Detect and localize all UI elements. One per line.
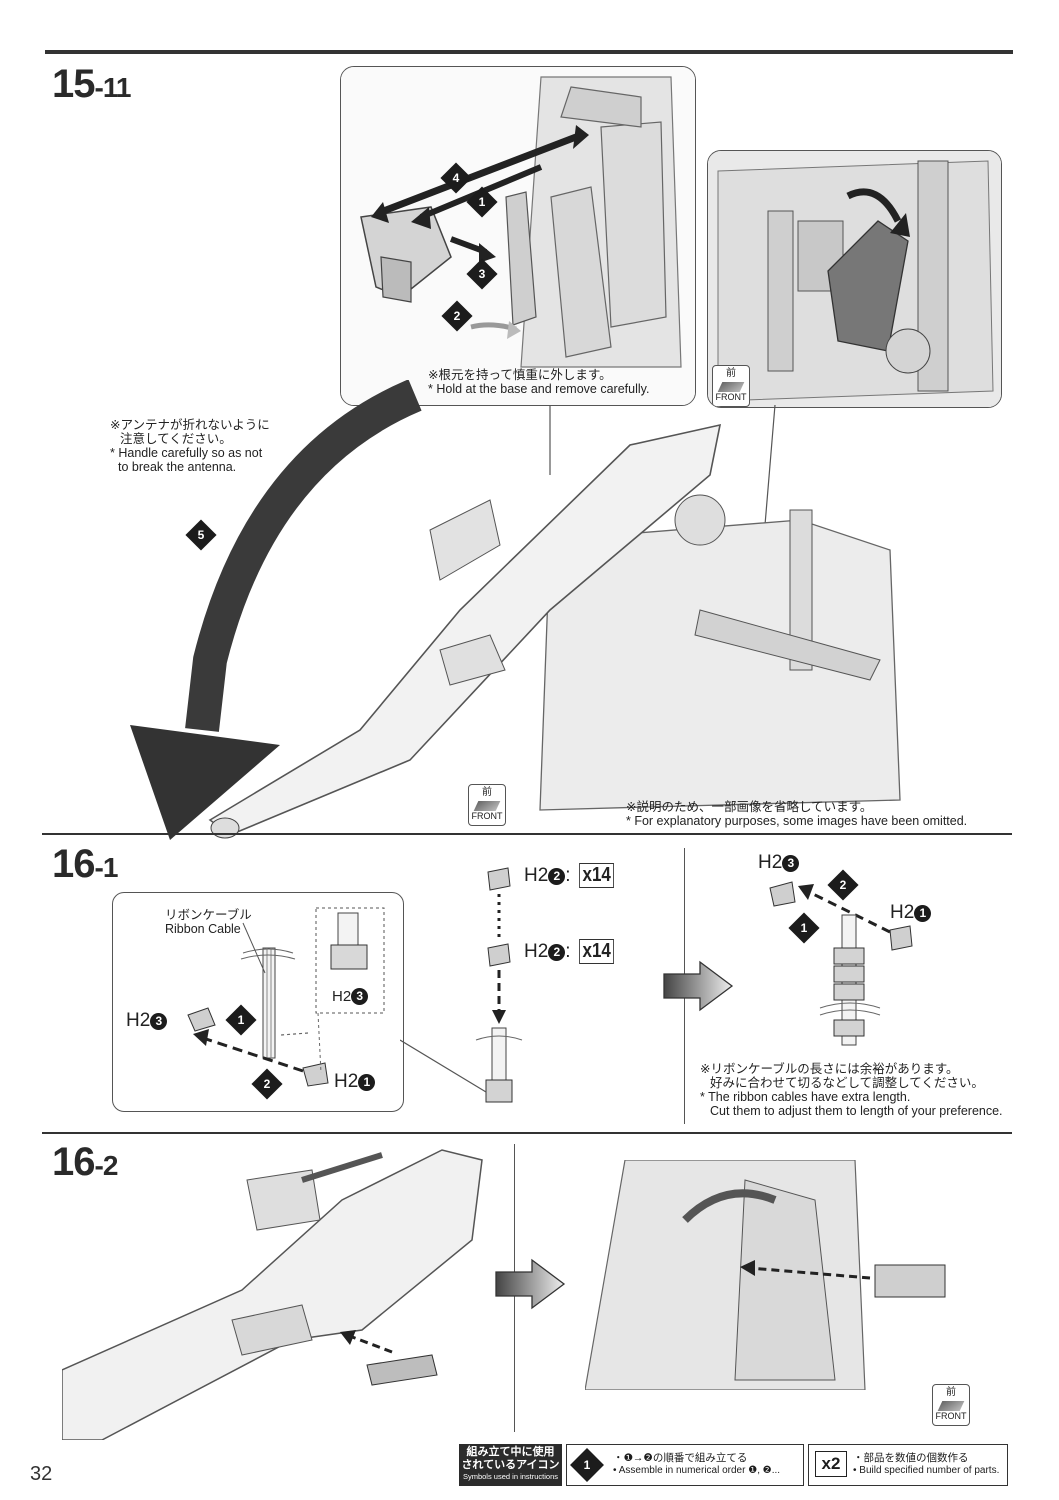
legend-count-box: x2 ・部品を数値の個数作る • Build specified number … <box>808 1444 1008 1486</box>
page-number: 32 <box>30 1463 53 1485</box>
step-number-16-1: 16-1 <box>52 842 118 886</box>
transition-arrow-16-2 <box>495 1258 566 1310</box>
ribbon-cable-label: リボンケーブル Ribbon Cable <box>165 908 252 936</box>
illustration-16-2-left <box>62 1149 483 1440</box>
note-hold-base: ※根元を持って慎重に外します。 * Hold at the base and r… <box>428 368 650 396</box>
ribbon-assembly-sequence <box>400 867 523 1103</box>
step-number-15-11: 15-11 <box>52 62 131 106</box>
step-marker-3: 3 <box>466 258 498 290</box>
step-marker-1: 1 <box>466 186 498 218</box>
step-number-16-2: 16-2 <box>52 1140 118 1184</box>
legend-count-en: • Build specified number of parts. <box>853 1465 1000 1476</box>
section-rule-15-11 <box>45 50 1013 54</box>
illustration-16-2-right <box>585 1160 946 1390</box>
ribbon-step-1: 1 <box>225 1004 257 1036</box>
note-ribbon-length: ※リボンケーブルの長さには余裕があります。 好みに合わせて切るなどして調整してく… <box>700 1062 1003 1118</box>
result-step-1: 1 <box>788 912 820 944</box>
legend-order-en: • Assemble in numerical order ❶, ❷... <box>613 1465 781 1476</box>
legend-order-icon: 1 <box>570 1448 604 1482</box>
legend-title: 組み立て中に使用 されているアイコン Symbols used in instr… <box>459 1444 562 1486</box>
transition-arrow-16-1 <box>663 960 734 1012</box>
result-step-2: 2 <box>827 869 859 901</box>
illustration-15-11-main <box>130 380 901 840</box>
section-rule-16-1 <box>42 833 1012 835</box>
callout-closeup-illustration <box>708 151 1001 407</box>
note-omitted: ※説明のため、一部画像を省略しています。 * For explanatory p… <box>626 800 968 828</box>
step-marker-4: 4 <box>440 162 472 194</box>
section-rule-16-2 <box>42 1132 1012 1134</box>
legend-count-ja: ・部品を数値の個数作る <box>853 1452 969 1464</box>
legend-order-ja: ・❶→❷の順番で組み立てる <box>613 1452 748 1464</box>
ribbon-step-2: 2 <box>251 1068 283 1100</box>
note-antenna: ※アンテナが折れないように 注意してください。 * Handle careful… <box>110 418 270 474</box>
ribbon-result-illustration <box>769 881 913 1046</box>
ribbon-cable-illustration <box>187 907 385 1087</box>
step-marker-5: 5 <box>185 519 217 551</box>
callout-remove-illustration <box>341 67 695 405</box>
step-marker-2: 2 <box>441 300 473 332</box>
legend-count-icon: x2 <box>815 1451 847 1477</box>
legend-order-box: 1 ・❶→❷の順番で組み立てる • Assemble in numerical … <box>566 1444 804 1486</box>
callout-remove-part: 4 1 3 2 <box>340 66 696 406</box>
